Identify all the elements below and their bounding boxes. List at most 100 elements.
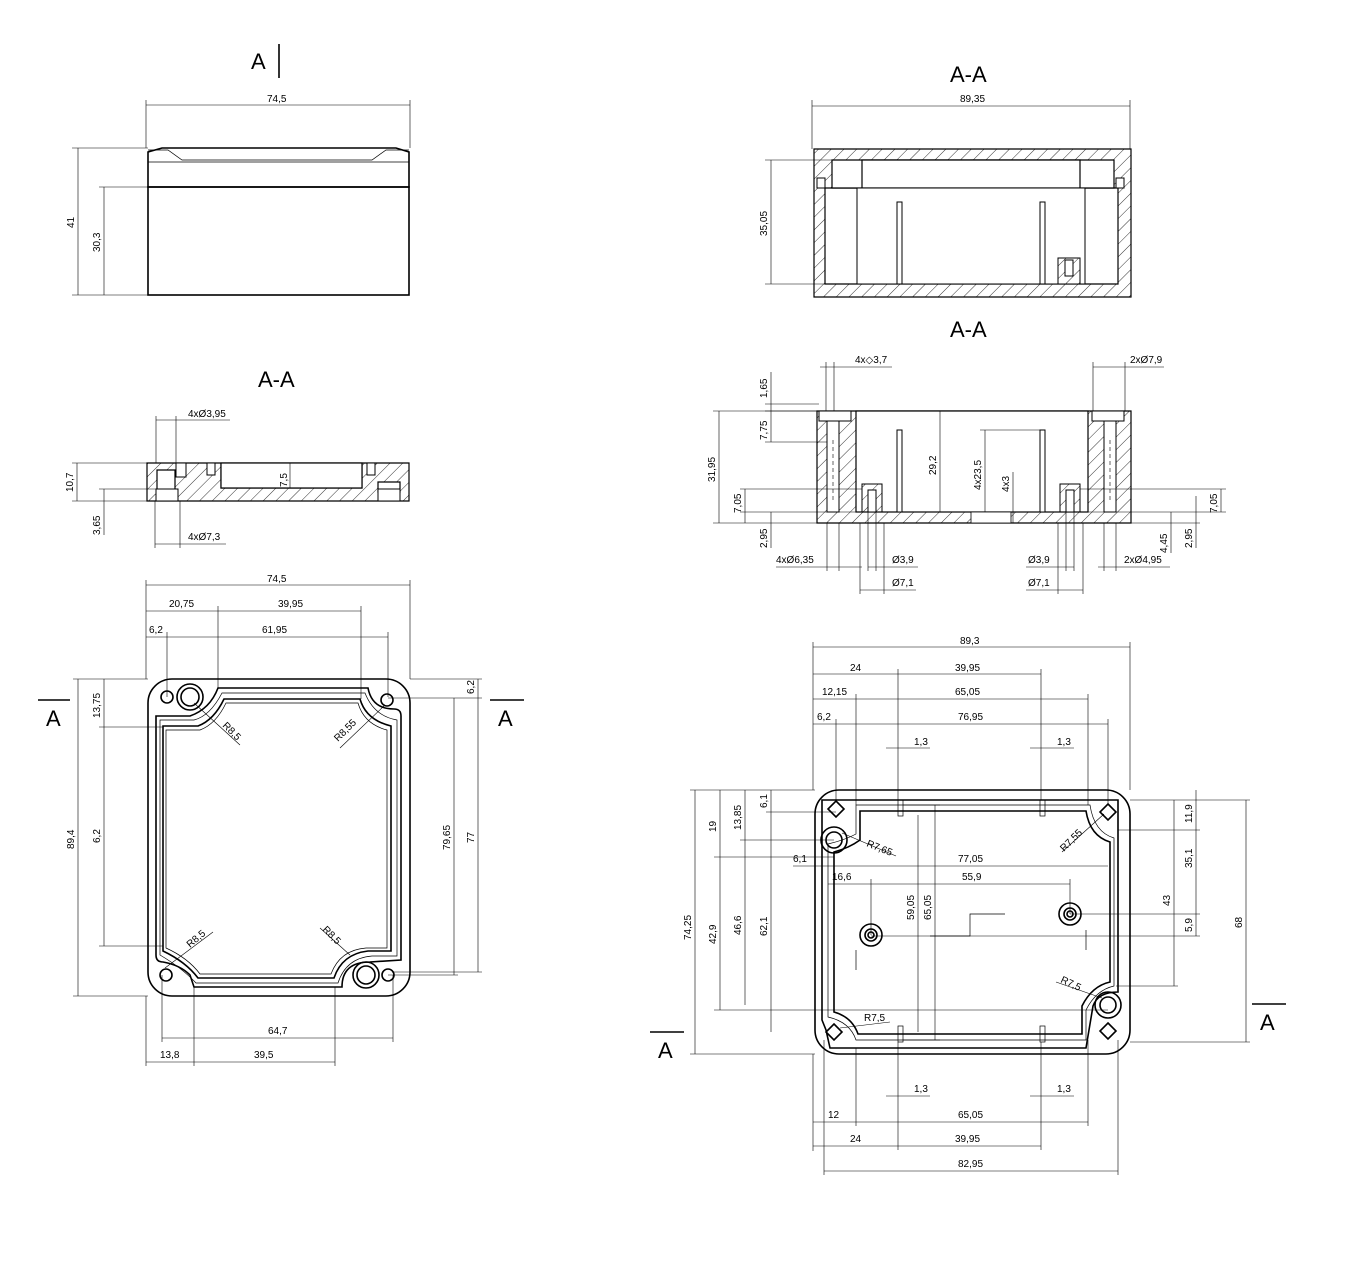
dim-4x-square-3-7: 4x◇3,7 — [855, 355, 888, 366]
dim-62-1: 62,1 — [759, 916, 770, 936]
dim-42-9: 42,9 — [708, 924, 719, 944]
dim-76-95: 76,95 — [958, 712, 983, 723]
dim-1-3-top-right: 1,3 — [1057, 737, 1071, 748]
dim-12: 12 — [828, 1110, 840, 1121]
radius-7-5-right: R7,5 — [1059, 975, 1083, 994]
radius-7-55: R7,55 — [1058, 827, 1085, 854]
dim-2x-diam-7-9: 2xØ7,9 — [1130, 355, 1163, 366]
dim-74-25: 74,25 — [683, 915, 694, 940]
dim-19: 19 — [708, 820, 719, 832]
dim-82-95: 82,95 — [958, 1159, 983, 1170]
dim-31-95: 31,95 — [707, 457, 718, 482]
dim-89-4: 89,4 — [66, 829, 77, 849]
section-label-a-body-right: A — [1260, 1010, 1275, 1035]
dim-65-05-bottom: 65,05 — [958, 1110, 983, 1121]
section-label-a-body-left: A — [658, 1038, 673, 1063]
dim-20-75: 20,75 — [169, 599, 194, 610]
dim-1-3-bottom-left: 1,3 — [914, 1084, 928, 1095]
dim-4x-3: 4x3 — [1001, 475, 1012, 492]
dim-79-65: 79,65 — [442, 825, 453, 850]
dim-diam-7-1-right: Ø7,1 — [1028, 578, 1050, 589]
dim-62: 6,2 — [92, 829, 103, 843]
dim-2x-diam-4-95: 2xØ4,95 — [1124, 555, 1162, 566]
side-view: A 74,5 41 30,3 — [66, 44, 411, 296]
section-label-aa-body: A-A — [950, 317, 987, 342]
dim-2-95-right: 2,95 — [1184, 528, 1195, 548]
dim-46-6: 46,6 — [733, 915, 744, 935]
dim-6-1-inner: 6,1 — [793, 854, 807, 865]
dim-1-3-top-left: 1,3 — [914, 737, 928, 748]
dim-width: 74,5 — [267, 94, 287, 105]
body-section-view: A-A 4x◇3,7 2xØ7,9 1,65 7,75 31,95 — [707, 317, 1226, 594]
assembly-section-view: A-A 89,35 35,05 — [759, 62, 1132, 298]
dim-24-top: 24 — [850, 663, 862, 674]
dim-39-95-lid: 39,95 — [278, 599, 303, 610]
section-label-a-top: A — [251, 49, 266, 74]
section-label-a-left: A — [46, 706, 61, 731]
dim-35-1: 35,1 — [1184, 848, 1195, 868]
dim-39-5: 39,5 — [254, 1050, 274, 1061]
dim-7-75: 7,75 — [759, 420, 770, 440]
dim-7-05-right: 7,05 — [1209, 493, 1220, 513]
dim-diam-3-9-right: Ø3,9 — [1028, 555, 1050, 566]
dim-height-41: 41 — [66, 216, 77, 228]
dim-39-95-body-bottom: 39,95 — [955, 1134, 980, 1145]
radius-8-5-bottom-left: R8,5 — [185, 928, 209, 950]
dim-6-2-right: 6,2 — [466, 680, 477, 694]
dim-height-30-3: 30,3 — [92, 232, 103, 252]
dim-7-05-left: 7,05 — [733, 493, 744, 513]
dim-11-9: 11,9 — [1184, 804, 1195, 823]
body-top-view: A A 89,3 24 39,95 12,15 65,05 6,2 76,95 … — [650, 636, 1286, 1175]
lid-section-view: A-A 4xØ3,95 10,7 7,5 3,65 4xØ7,3 — [65, 367, 410, 548]
radius-8-5-bottom-right: R8,5 — [320, 924, 343, 947]
dim-12-15: 12,15 — [822, 687, 847, 698]
dim-7-5: 7,5 — [279, 473, 290, 487]
dim-diam-7-1-left: Ø7,1 — [892, 578, 914, 589]
dim-77-05: 77,05 — [958, 854, 983, 865]
dim-24-bottom: 24 — [850, 1134, 862, 1145]
dim-3-65: 3,65 — [92, 515, 103, 535]
dim-5-9: 5,9 — [1184, 918, 1195, 932]
radius-8-5-top-left: R8,5 — [220, 720, 243, 743]
dim-77: 77 — [466, 831, 477, 843]
dim-10-7: 10,7 — [65, 472, 76, 492]
dim-64-7: 64,7 — [268, 1026, 288, 1037]
lid-top-view: A A 74,5 20,75 39,95 6,2 61,95 89,4 13,7… — [38, 574, 524, 1066]
dim-89-35: 89,35 — [960, 94, 985, 105]
dim-16-6: 16,6 — [832, 872, 852, 883]
dim-1-3-bottom-right: 1,3 — [1057, 1084, 1071, 1095]
section-label-aa-assembly: A-A — [950, 62, 987, 87]
radius-7-65: R7,65 — [865, 839, 894, 859]
dim-diam-3-9-left: Ø3,9 — [892, 555, 914, 566]
dim-59-05: 59,05 — [906, 895, 917, 920]
dim-4x-23-5: 4x23,5 — [973, 460, 984, 490]
radius-7-5-left: R7,5 — [864, 1013, 886, 1024]
dim-1-65: 1,65 — [759, 378, 770, 398]
dim-13-8: 13,8 — [160, 1050, 180, 1061]
dim-4-45: 4,45 — [1159, 533, 1170, 553]
dim-6-2-body: 6,2 — [817, 712, 831, 723]
dim-29-2: 29,2 — [928, 455, 939, 475]
dim-6-2-lid: 6,2 — [149, 625, 163, 636]
dim-43: 43 — [1162, 894, 1173, 906]
dim-55-9: 55,9 — [962, 872, 982, 883]
dim-6-1-left: 6,1 — [759, 794, 770, 808]
dim-13-75: 13,75 — [92, 693, 103, 718]
section-label-a-right: A — [498, 706, 513, 731]
dim-13-85: 13,85 — [733, 805, 744, 830]
dim-4x-diam-7-3: 4xØ7,3 — [188, 532, 221, 543]
dim-39-95-body-top: 39,95 — [955, 663, 980, 674]
dim-65-05-top: 65,05 — [955, 687, 980, 698]
dim-35-05: 35,05 — [759, 211, 770, 236]
section-label-aa-lid: A-A — [258, 367, 295, 392]
dim-61-95: 61,95 — [262, 625, 287, 636]
dim-4x-diam-3-95: 4xØ3,95 — [188, 409, 226, 420]
dim-2-95-left: 2,95 — [759, 528, 770, 548]
body-dim-89-3: 89,3 — [960, 636, 980, 647]
dim-4x-diam-6-35: 4xØ6,35 — [776, 555, 814, 566]
dim-65-05-vertical: 65,05 — [923, 895, 934, 920]
radius-8-55: R8,55 — [332, 717, 359, 744]
lid-dim-width: 74,5 — [267, 574, 287, 585]
dim-68: 68 — [1234, 916, 1245, 928]
